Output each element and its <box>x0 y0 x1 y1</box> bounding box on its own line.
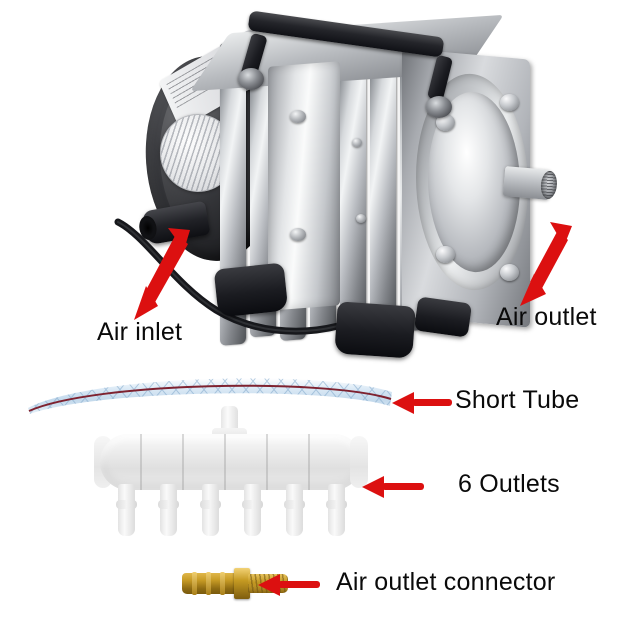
manifold-outlet-barb <box>284 484 305 536</box>
rubber-foot <box>413 296 473 338</box>
manifold-body <box>100 434 362 490</box>
air-inlet-arrow <box>132 228 202 324</box>
head-bolt <box>436 114 455 131</box>
head-bolt <box>436 246 455 263</box>
air-outlet-nozzle <box>502 166 552 200</box>
rubber-foot <box>213 262 289 318</box>
label-six-outlets: 6 Outlets <box>458 470 560 498</box>
handle-mount-bolt <box>238 68 264 90</box>
manifold-segment-line <box>140 434 142 490</box>
manifold-end-cap <box>350 436 368 488</box>
label-short-tube: Short Tube <box>455 386 580 414</box>
connector-barb-ridge <box>206 572 211 595</box>
barrel-bolt <box>356 214 366 223</box>
head-bolt <box>500 94 519 111</box>
manifold-segment-line <box>224 434 226 490</box>
barrel-bolt <box>290 228 306 241</box>
connector-hex-nut <box>234 568 250 599</box>
head-bolt <box>500 264 519 281</box>
air-outlet-arrow <box>508 222 574 308</box>
barrel-bolt <box>352 138 362 147</box>
manifold-outlet-barb <box>326 484 347 536</box>
manifold-outlet-barb <box>242 484 263 536</box>
manifold-segment-line <box>266 434 268 490</box>
cooling-fin <box>370 35 396 329</box>
manifold-outlet-barb <box>116 484 137 536</box>
six-outlet-manifold-image <box>94 406 368 546</box>
connector-barb-ridge <box>220 572 225 595</box>
manifold-outlet-barb <box>200 484 221 536</box>
manifold-segment-line <box>182 434 184 490</box>
label-air-outlet: Air outlet <box>496 303 597 331</box>
barrel-bolt <box>290 110 306 123</box>
manifold-segment-line <box>308 434 310 490</box>
short-tube-arrow <box>392 390 452 416</box>
label-air-outlet-connector: Air outlet connector <box>336 568 556 596</box>
air-outlet-connector-arrow <box>258 572 320 598</box>
rubber-foot <box>334 301 416 359</box>
six-outlets-arrow <box>362 474 424 500</box>
handle-mount-bolt <box>426 96 452 118</box>
label-air-inlet: Air inlet <box>97 318 183 346</box>
short-tube-image <box>28 378 392 414</box>
manifold-outlet-barb <box>158 484 179 536</box>
connector-barb-ridge <box>192 572 197 595</box>
